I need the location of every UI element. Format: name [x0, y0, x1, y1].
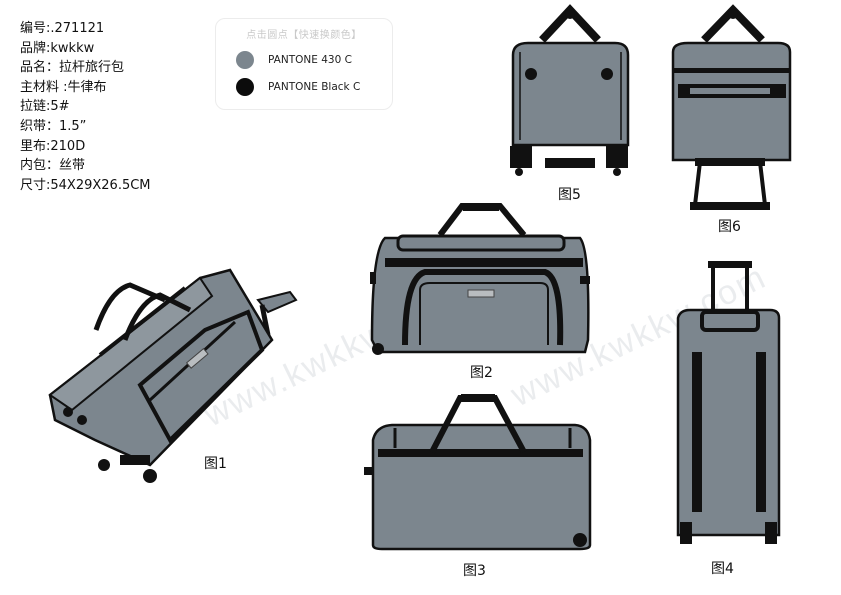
swatch-label: PANTONE Black C: [268, 81, 361, 93]
bag-view-2-front: [370, 203, 590, 355]
spec-webbing: 织带：1.5”: [20, 118, 87, 134]
swatch-dot-grey[interactable]: [236, 51, 254, 69]
bag-view-1-perspective: [48, 268, 298, 483]
spec-size: 尺寸:54X29X26.5CM: [20, 177, 151, 193]
bag-view-5-side: [510, 4, 630, 176]
view-label-2: 图2: [470, 365, 493, 381]
spec-code: 编号:.271121: [20, 21, 105, 36]
color-swatch-panel: 点击圆点【快速换颜色】 PANTONE 430 C PANTONE Black …: [215, 18, 393, 110]
swatch-pantone-430c[interactable]: PANTONE 430 C: [236, 51, 352, 69]
spec-product-name: 品名：拉杆旅行包: [20, 60, 125, 76]
bag-view-6-side-handle: [671, 4, 792, 210]
swatch-pantone-black-c[interactable]: PANTONE Black C: [236, 78, 360, 96]
view-label-6: 图6: [718, 219, 741, 235]
spec-inner-bag: 内包：丝带: [20, 158, 86, 174]
view-label-5: 图5: [558, 187, 581, 203]
swatch-label: PANTONE 430 C: [268, 54, 352, 66]
swatch-hint: 点击圆点【快速换颜色】: [246, 30, 362, 41]
spec-zipper: 拉链:5#: [20, 99, 70, 115]
view-label-3: 图3: [463, 563, 486, 579]
bag-view-3-back: [364, 394, 592, 551]
spec-material: 主材料 :牛律布: [20, 79, 107, 95]
spec-list: 编号:.271121 品牌:kwkkw 品名：拉杆旅行包 主材料 :牛律布 拉链…: [20, 19, 151, 195]
swatch-dot-black[interactable]: [236, 78, 254, 96]
view-label-4: 图4: [711, 561, 734, 577]
bag-view-4-trolley: [676, 261, 781, 544]
spec-lining: 里布:210D: [20, 138, 86, 154]
spec-brand: 品牌:kwkkw: [20, 40, 95, 56]
view-label-1: 图1: [204, 456, 227, 472]
